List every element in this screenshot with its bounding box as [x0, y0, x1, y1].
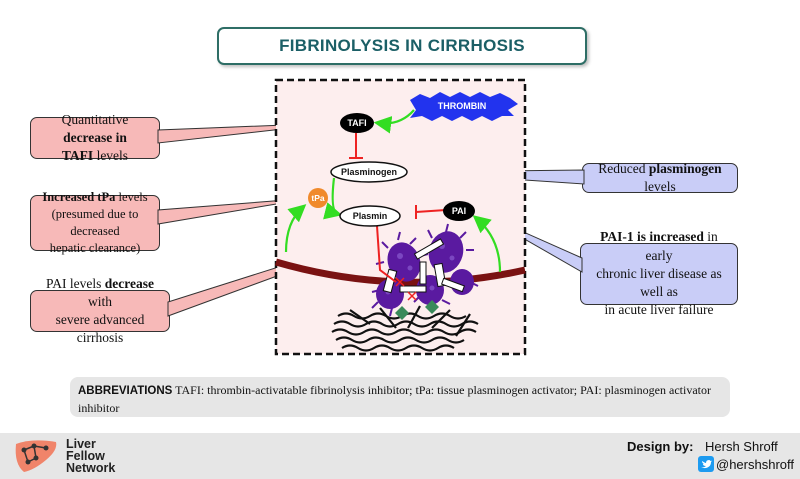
callout-tafi-decrease: Quantitative decrease in TAFI levels [30, 112, 160, 163]
callout-bold-text: TAFI [61, 148, 94, 164]
callout-text: PAI levels [46, 275, 105, 291]
callout-pointer [157, 197, 313, 225]
callout-text: (presumed due to decreased [51, 207, 139, 238]
tpa-label: tPa [311, 193, 325, 203]
thrombin-label: THROMBIN [438, 101, 487, 111]
callout-bold-text: Increased tPa [42, 190, 116, 205]
tafi-label: TAFI [347, 118, 366, 128]
callout-text: with [87, 293, 112, 309]
logo-text: Liver Fellow Network [66, 437, 116, 475]
callout-text: in acute liver failure [604, 302, 714, 318]
thrombin-to-tafi-arrow [373, 109, 415, 134]
thrombin-burst [410, 92, 518, 121]
vessel-to-pai-arrow [472, 215, 502, 273]
twitter-icon[interactable] [698, 456, 714, 472]
callout-text: levels [93, 148, 129, 164]
callout-plasminogen-reduced: Reduced plasminogen levels [582, 160, 738, 194]
designer-name: Hersh Shroff [705, 439, 778, 454]
plasminogen-node [330, 161, 408, 183]
callout-pai-decrease: PAI levels decrease with severe advanced… [30, 276, 170, 345]
footer [0, 433, 800, 479]
platelet-cluster [371, 223, 479, 320]
abbreviations-box: ABBREVIATIONS TAFI: thrombin-activatable… [70, 377, 730, 417]
plasminogen-to-plasmin-arrow [323, 177, 343, 220]
pai-label: PAI [452, 206, 466, 216]
liver-logo-icon [15, 440, 57, 472]
callout-text: chronic liver disease as well as [596, 265, 722, 300]
abbreviations-text: TAFI: thrombin-activatable fibrinolysis … [78, 383, 711, 415]
callout-bold-text: decrease in [63, 129, 127, 145]
tafi-node [340, 113, 374, 133]
callout-bold-text: plasminogen [648, 160, 722, 176]
callout-tpa-increase: Increased tPa levels (presumed due to de… [30, 190, 160, 255]
callout-bold-text: decrease [104, 275, 154, 291]
page-title: FIBRINOLYSIS IN CIRRHOSIS [217, 27, 587, 65]
callout-text: severe advanced cirrhosis [55, 312, 145, 346]
plasmin-action-line [376, 225, 397, 283]
design-by-label: Design by: [627, 439, 694, 454]
twitter-handle[interactable]: @hershshroff [716, 457, 794, 472]
abbreviations-label: ABBREVIATIONS [78, 385, 173, 397]
logo-line: Network [66, 461, 116, 475]
callout-text: levels [115, 190, 148, 205]
plasmin-node [339, 205, 401, 227]
callout-text: Quantitative [61, 111, 129, 127]
plasminogen-label: Plasminogen [341, 167, 397, 177]
plasmin-label: Plasmin [353, 211, 388, 221]
vessel-to-tpa-arrow [284, 204, 307, 253]
callout-text: hepatic clearance) [49, 240, 141, 255]
pai-node [443, 201, 475, 221]
callout-text: Reduced [598, 160, 649, 176]
callout-text: levels [644, 179, 676, 194]
callout-pai1-increase: PAI-1 is increased in early chronic live… [580, 229, 738, 317]
logo-line: Liver [66, 437, 96, 451]
tafi-inhibits-plasminogen [349, 133, 363, 159]
tpa-node [308, 188, 328, 208]
cleavage-mark [395, 277, 417, 301]
pai-inhibits-plasmin [415, 205, 447, 219]
fibrin-mesh [331, 305, 479, 352]
callout-bold-text: PAI-1 is increased [600, 229, 704, 245]
logo-line: Fellow [66, 449, 105, 463]
callout-text: in early [645, 229, 718, 263]
